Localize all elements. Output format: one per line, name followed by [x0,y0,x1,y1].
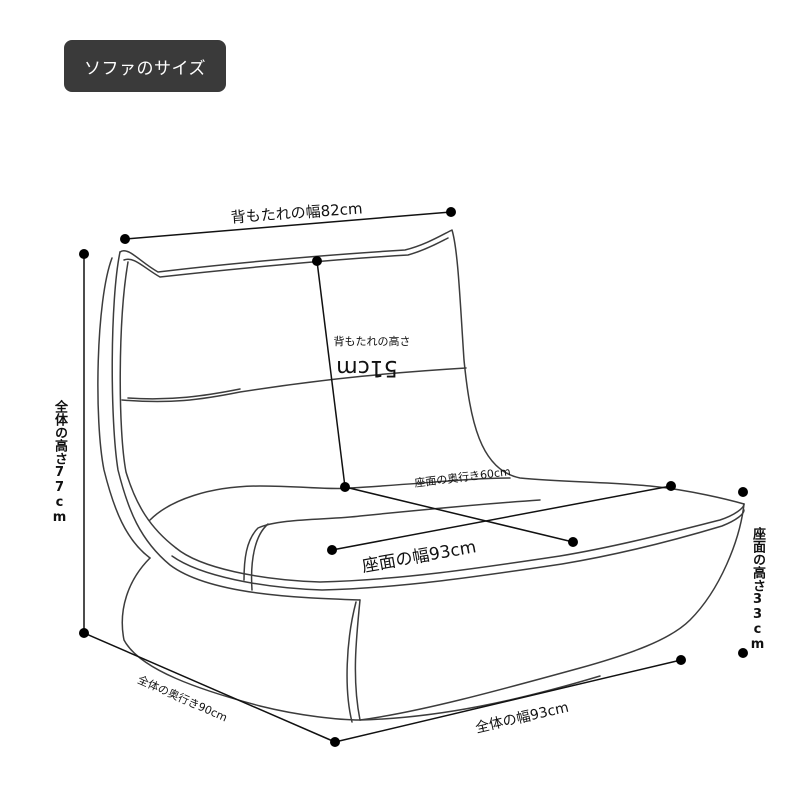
dimension-point [738,648,748,658]
backrest-width-label: 背もたれの幅82cm [230,199,363,226]
dimension-point [79,628,89,638]
dimension-point [446,207,456,217]
dimension-point [312,256,322,266]
dimension-point [120,234,130,244]
dimension-point [676,655,686,665]
backrest-width-line [124,211,452,240]
overall-height-label: 全体の高さ77cm [52,399,67,525]
dimension-point [738,487,748,497]
overall-depth-line [83,632,336,743]
dimension-lines [83,211,682,743]
dimension-point [340,482,350,492]
backrest-height-label: 背もたれの高さ [334,334,411,348]
page-title: ソファのサイズ [84,58,206,79]
seat-depth-line [344,486,574,543]
overall-width-line [334,659,682,743]
overall-depth-label: 全体の奥行き90cm [136,672,230,724]
seat-depth-label: 座面の奥行き60cm [414,464,512,490]
seat-height-label: 座面の高さ33cm [750,526,765,652]
title-badge: ソファのサイズ [64,40,226,92]
dimension-point [327,545,337,555]
backrest-height-value: 51cm [336,355,398,380]
dimension-point [666,481,676,491]
backrest-height-line [316,260,346,488]
sofa-outline [97,229,745,723]
dimension-points [79,207,748,747]
dimension-point [330,737,340,747]
dimension-point [79,249,89,259]
dimension-point [568,537,578,547]
seat-width-label: 座面の幅93cm [360,537,477,577]
seat-width-line [331,485,672,551]
